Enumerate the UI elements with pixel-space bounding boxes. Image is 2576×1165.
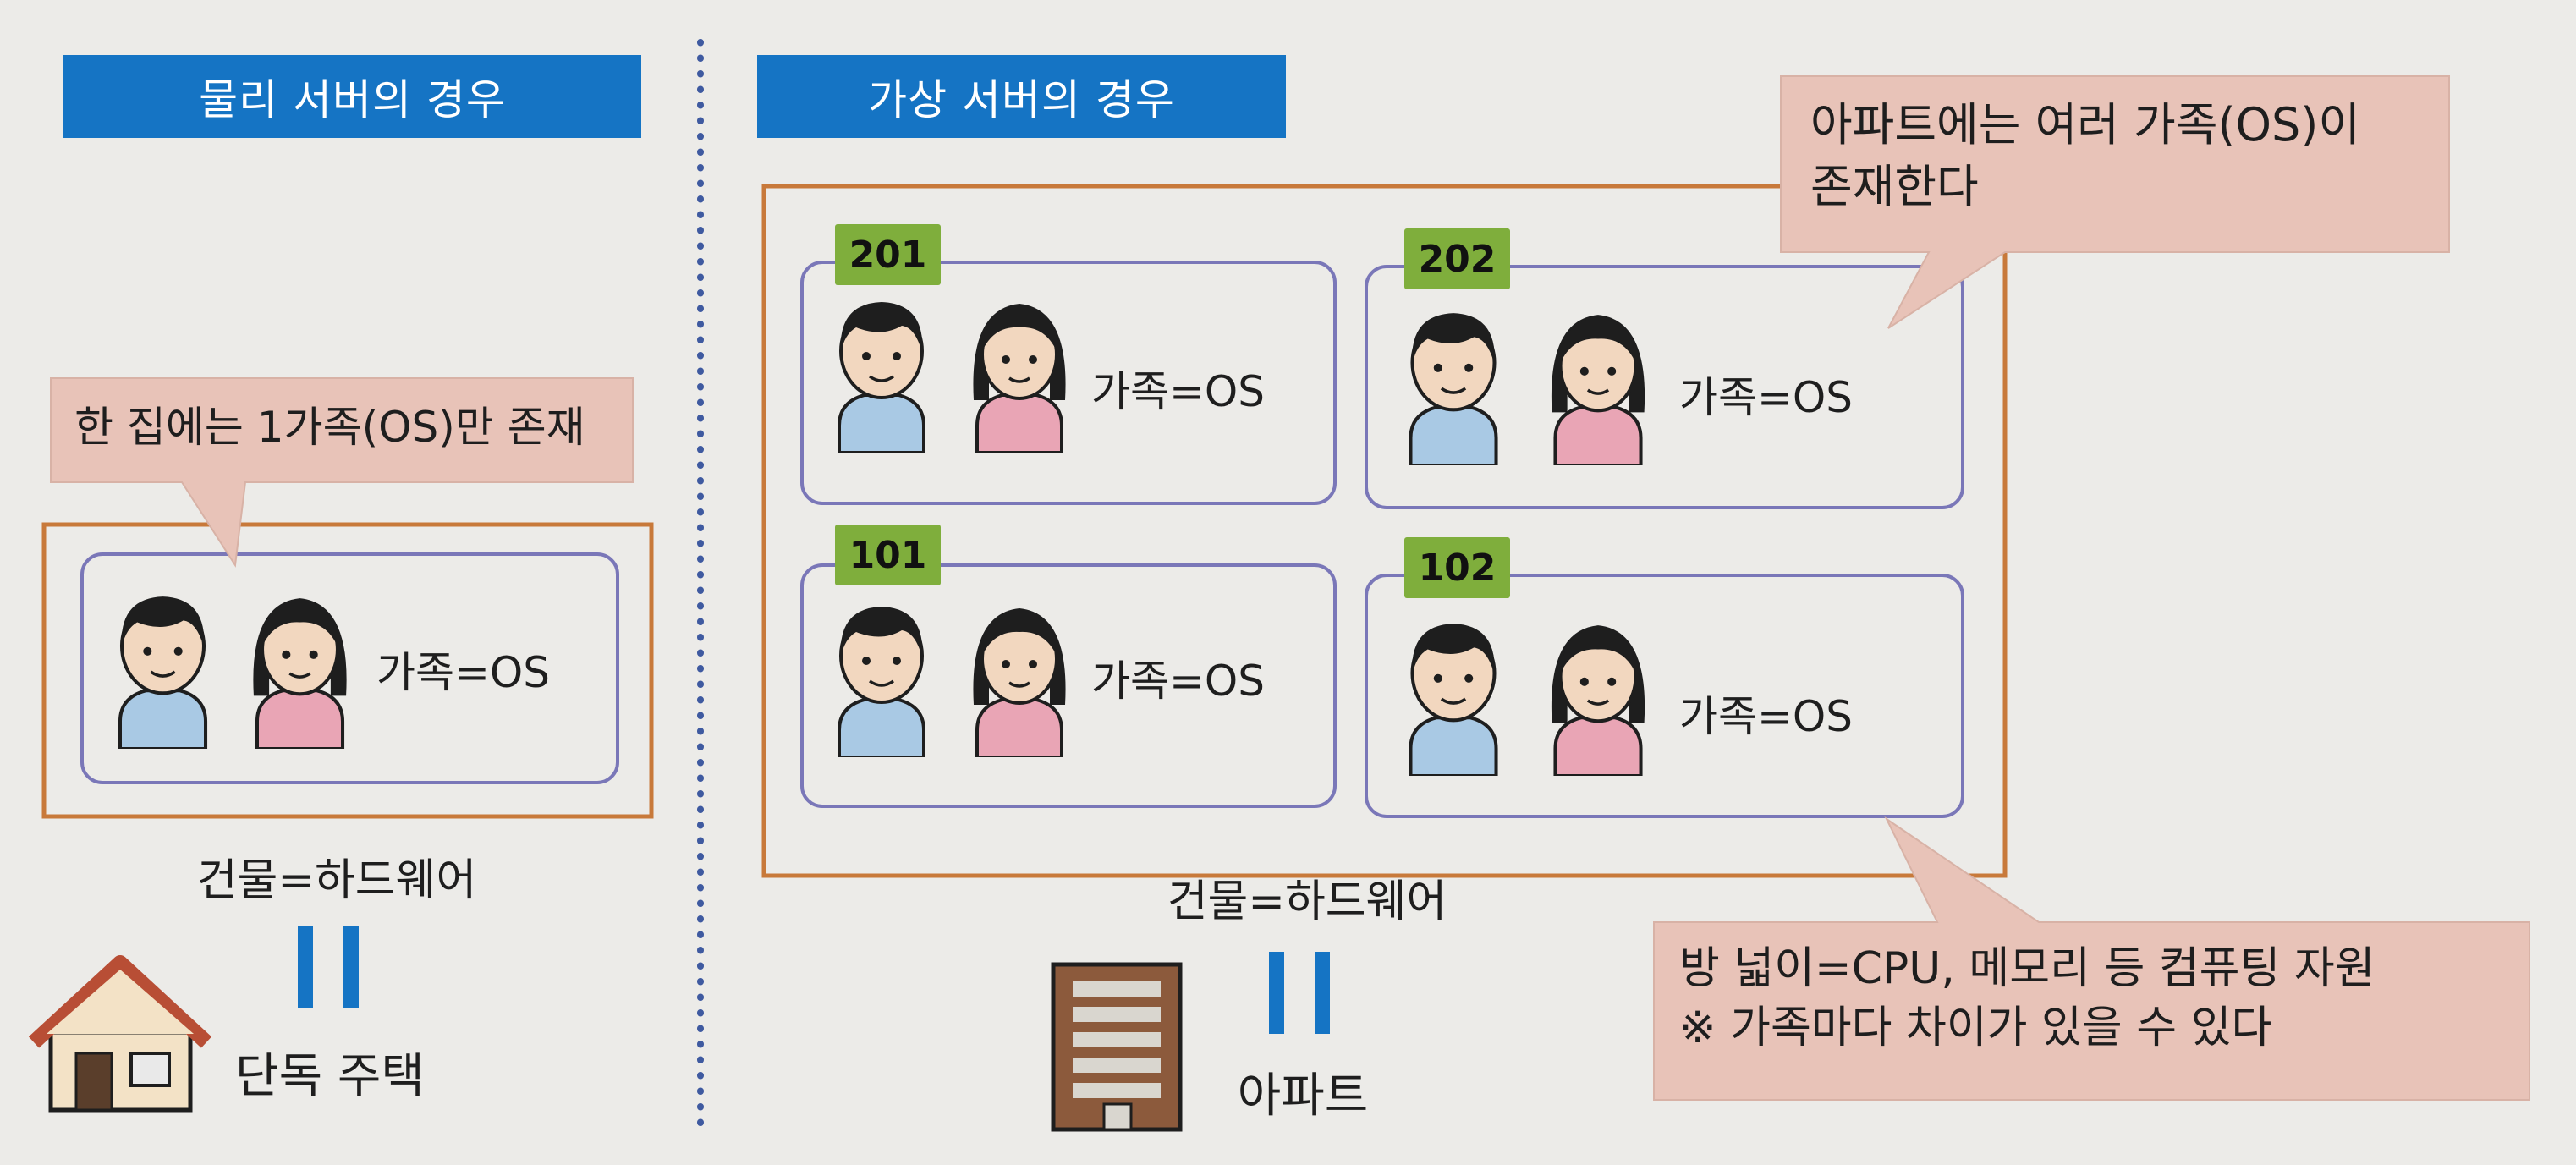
family-201 (838, 300, 1068, 453)
family-102 (1410, 624, 1645, 776)
girl-icon (971, 302, 1068, 453)
family-101 (838, 605, 1068, 757)
girl-icon (253, 598, 346, 749)
boy-icon (1410, 624, 1496, 776)
callout-apartment-families-text: 아파트에는 여러 가족(OS)이 존재한다 (1810, 98, 2361, 213)
family-label-102: 가족=OS (1679, 692, 1853, 741)
boy-icon (1410, 313, 1496, 465)
room-number-102: 102 (1404, 537, 1510, 598)
room-102 (1365, 574, 1964, 818)
boy-icon (838, 300, 925, 453)
girl-icon (1552, 315, 1645, 465)
equals-sign-icon (298, 926, 359, 1008)
room-202 (1365, 265, 1964, 509)
house-icon (28, 955, 212, 1113)
boy-icon (838, 605, 925, 757)
room-number-201: 201 (835, 224, 941, 285)
family-label-101: 가족=OS (1091, 657, 1265, 706)
girl-icon (971, 607, 1068, 757)
family-physical (120, 596, 347, 749)
header-virtual-server: 가상 서버의 경우 (757, 55, 1286, 138)
family-label-202: 가족=OS (1679, 373, 1853, 422)
house-room (80, 552, 619, 784)
apartment-frame (761, 184, 2008, 878)
girl-icon (1552, 625, 1645, 776)
room-number-101: 101 (835, 525, 941, 585)
family-label-201: 가족=OS (1091, 367, 1265, 416)
house-frame (41, 522, 654, 819)
callout-apartment-families (1780, 75, 2450, 329)
callout-single-family (50, 377, 634, 568)
apartment-label: 아파트 (1237, 1069, 1369, 1124)
callout-room-size-text: 방 넓이=CPU, 메모리 등 컴퓨팅 자원 ※ 가족마다 차이가 있을 수 있… (1679, 943, 2376, 1054)
family-label-physical: 가족=OS (376, 648, 550, 697)
building-label-virtual: 건물=하드웨어 (1167, 876, 1447, 927)
callout-single-family-text: 한 집에는 1가족(OS)만 존재 (74, 403, 585, 452)
room-201 (800, 261, 1337, 505)
room-101 (800, 563, 1337, 808)
house-label: 단독 주택 (235, 1049, 425, 1104)
family-202 (1410, 313, 1645, 465)
header-physical-server: 물리 서버의 경우 (63, 55, 641, 138)
equals-sign-icon (1269, 952, 1330, 1034)
callout-room-size (1653, 816, 2530, 1101)
apartment-icon (1051, 962, 1183, 1132)
room-number-202: 202 (1404, 228, 1510, 289)
boy-icon (120, 596, 206, 749)
building-label-physical: 건물=하드웨어 (196, 855, 477, 906)
